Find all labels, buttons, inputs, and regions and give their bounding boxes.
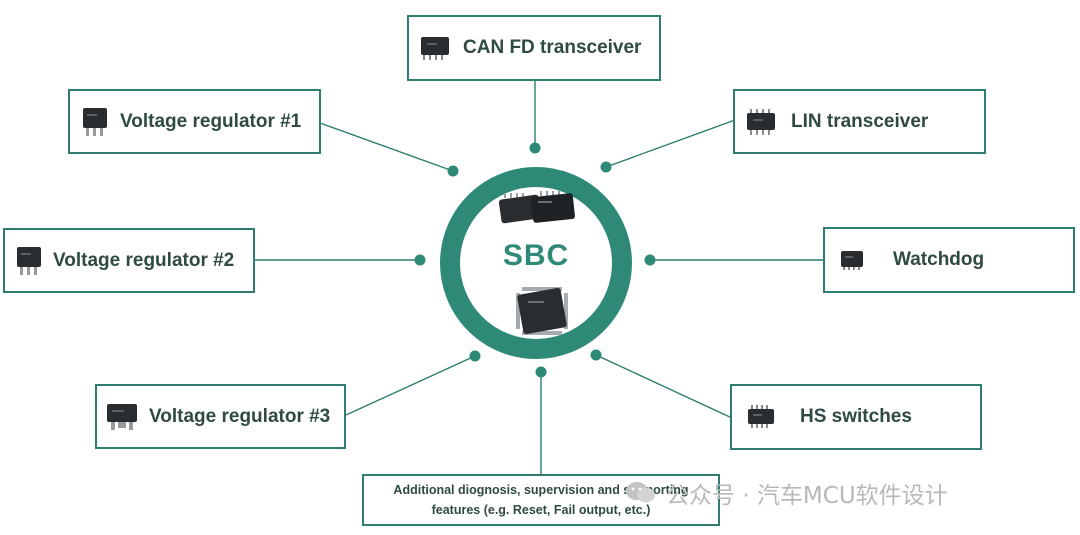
node-label: CAN FD transceiver xyxy=(463,37,642,58)
connector-dot-vreg3 xyxy=(469,350,481,362)
node-label: Watchdog xyxy=(893,249,985,270)
node-label: Voltage regulator #1 xyxy=(120,110,302,132)
chip-icon xyxy=(83,107,107,136)
sbc-center-node: SBC xyxy=(440,167,632,359)
chip-icon xyxy=(841,251,863,270)
chip-icon xyxy=(17,246,41,275)
connector-dot-watchdog xyxy=(644,254,656,266)
node-label: Voltage regulator #2 xyxy=(53,249,235,271)
wechat-icon xyxy=(626,482,655,503)
node-label: LIN transceiver xyxy=(791,110,929,132)
node-voltage-regulator-1: Voltage regulator #1 xyxy=(68,89,321,154)
node-voltage-regulator-2: Voltage regulator #2 xyxy=(3,228,255,293)
connector-dot-vreg1 xyxy=(447,165,459,177)
note-line-1: Additional diognosis, supervision and su… xyxy=(393,483,689,497)
connector-dot-vreg2 xyxy=(414,254,426,266)
sbc-title: SBC xyxy=(502,239,570,272)
watermark: 公众号 · 汽车MCU软件设计 xyxy=(624,476,948,510)
node-voltage-regulator-3: Voltage regulator #3 xyxy=(95,384,346,449)
chip-icon xyxy=(421,37,449,60)
watermark-text: 公众号 · 汽车MCU软件设计 xyxy=(666,483,948,509)
chip-icon xyxy=(748,405,774,428)
node-label: HS switches xyxy=(800,406,912,427)
sbc-qfp-chip-icon xyxy=(516,287,568,335)
sbc-chip-icon xyxy=(498,191,575,224)
chip-icon xyxy=(107,403,137,430)
connector-dot-lin xyxy=(600,161,612,173)
connector-dot-hs xyxy=(590,349,602,361)
note-line-2: features (e.g. Reset, Fail output, etc.) xyxy=(431,503,651,517)
node-watchdog: Watchdog xyxy=(823,227,1075,293)
node-lin-transceiver: LIN transceiver xyxy=(733,89,986,154)
connector-dot-can xyxy=(529,142,541,154)
node-hs-switches: HS switches xyxy=(730,384,982,450)
node-additional-features: Additional diognosis, supervision and su… xyxy=(362,474,720,526)
connector-dot-additional xyxy=(535,366,547,378)
chip-icon xyxy=(747,108,775,135)
node-can-fd: CAN FD transceiver xyxy=(407,15,661,81)
node-label: Voltage regulator #3 xyxy=(149,405,331,427)
